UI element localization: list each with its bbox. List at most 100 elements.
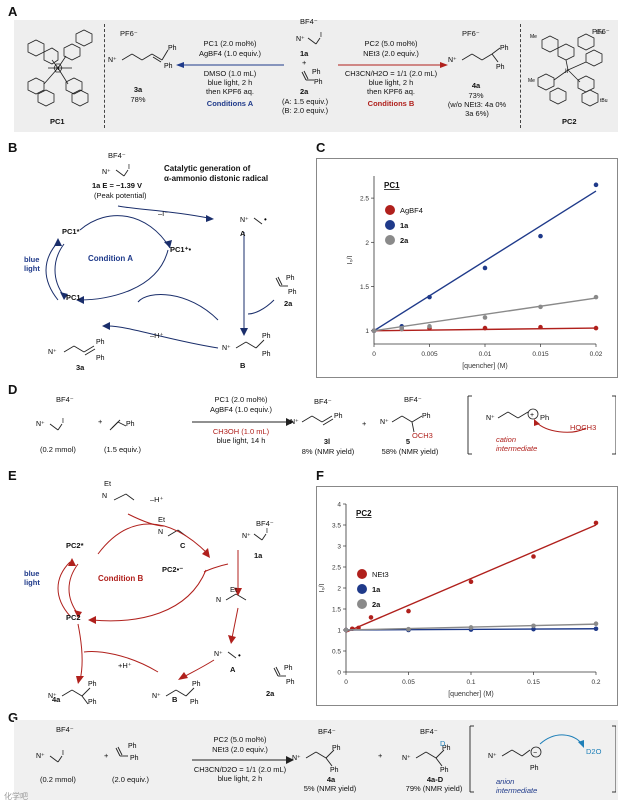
d-cation-label-1: cation	[496, 435, 517, 444]
x-tick-label: 0.15	[527, 679, 540, 686]
mech-b-condition: Condition B	[98, 574, 144, 583]
legend-label-2a: 2a	[372, 600, 381, 609]
svg-text:I: I	[266, 528, 268, 535]
legend-marker-2a	[357, 599, 367, 609]
g-plus-2: +	[378, 751, 383, 760]
pc1-structure: Ir	[27, 29, 93, 107]
data-point-1a	[593, 626, 599, 632]
data-point-2a	[427, 324, 432, 329]
d-cation-ph: Ph	[540, 413, 550, 422]
d-styrene-amount: (1.5 equiv.)	[104, 445, 141, 454]
product-4a-note2: 3a 6%)	[465, 109, 489, 118]
conditions-a-line3: DMSO (1.0 mL)	[203, 69, 257, 78]
mech-a-2a: 2a	[284, 299, 293, 308]
mech-a-radical-b: B	[240, 361, 246, 370]
d-plus-1: +	[98, 417, 103, 426]
reagent-1a-structure: N⁺I	[296, 32, 322, 45]
legend-label-1a: 1a	[400, 221, 409, 230]
product-3a-counterion: PF6⁻	[120, 29, 138, 38]
legend-label-1a: 1a	[372, 585, 381, 594]
svg-text:I: I	[62, 418, 64, 425]
legend-label-agbf4: AgBF4	[400, 206, 423, 215]
fit-line-net3	[345, 524, 597, 633]
svg-text:Ph: Ph	[88, 699, 97, 706]
data-point-net3	[406, 608, 411, 614]
mech-a-pc1-plus: PC1⁺•	[170, 245, 192, 254]
svg-text:Ph: Ph	[442, 745, 451, 752]
y-tick-label: 1	[337, 628, 341, 635]
g-product-4a-label: 4a	[326, 775, 336, 784]
mech-a-h-loss: –H⁺	[150, 331, 164, 340]
panel-label-c: C	[316, 140, 326, 155]
panel-label-f: F	[316, 468, 324, 483]
svg-text:Ph: Ph	[130, 755, 139, 762]
d-ph-label: Ph	[126, 421, 135, 428]
d-product-5-och3: OCH3	[412, 431, 433, 440]
svg-text:I: I	[62, 750, 64, 757]
product-3a-structure: N⁺ Ph Ph	[108, 45, 177, 70]
product-4a-yield: 73%	[468, 91, 484, 100]
svg-text:Ph: Ph	[284, 665, 293, 672]
x-axis-label: [quencher] (M)	[462, 363, 508, 370]
reagent-equiv-a: (A: 1.5 equiv.)	[282, 97, 329, 106]
data-point-net3	[593, 520, 599, 526]
svg-text:N: N	[102, 493, 107, 500]
d-product-5-yield: 58% (NMR yield)	[381, 447, 439, 456]
y-tick-label: 2	[337, 586, 341, 593]
y-tick-label: 2	[365, 240, 369, 247]
y-tick-label: 4	[337, 502, 341, 509]
mech-b-2a: 2a	[266, 689, 275, 698]
g-anion-label-1: anion	[496, 777, 515, 786]
svg-text:+: +	[530, 412, 534, 419]
data-point-1a	[482, 265, 488, 271]
panel-label-d: D	[8, 382, 18, 397]
x-axis-label: [quencher] (M)	[448, 691, 494, 698]
svg-text:Ph: Ph	[168, 45, 177, 52]
g-conditions-4: blue light, 2 h	[217, 774, 263, 783]
g-reactant-amount: (0.2 mmol)	[40, 775, 76, 784]
product-4a-note: (w/o NEt3: 4a 0%	[447, 100, 507, 109]
d-product-3l-counterion: BF4⁻	[314, 397, 332, 406]
svg-text:•: •	[238, 651, 241, 660]
svg-text:Ph: Ph	[500, 45, 509, 52]
d-product-5-counterion: BF4⁻	[404, 395, 422, 404]
svg-text:Ph: Ph	[262, 351, 271, 358]
g-reactant-counterion: BF4⁻	[56, 725, 74, 734]
y-axis-label: I₀/I	[319, 584, 326, 593]
legend-marker-agbf4	[385, 205, 395, 215]
mech-b-radical-c: C	[180, 541, 186, 550]
mech-a-peak-note: (Peak potential)	[94, 191, 147, 200]
data-point-1a	[531, 626, 536, 632]
svg-text:N⁺: N⁺	[36, 753, 45, 760]
mech-a-iodide-loss: –I⁻	[158, 209, 169, 218]
svg-text:Ph: Ph	[192, 681, 201, 688]
divider-right	[520, 24, 521, 128]
y-tick-label: 0.5	[332, 649, 341, 656]
svg-text:−: −	[533, 750, 537, 757]
data-point-agbf4	[593, 325, 599, 331]
conditions-a-line5: then KPF6 aq.	[206, 87, 254, 96]
x-tick-label: 0.05	[402, 679, 415, 686]
svg-text:Ph: Ph	[96, 355, 105, 362]
svg-text:Ph: Ph	[314, 79, 323, 86]
x-tick-label: 0.1	[466, 679, 475, 686]
mech-a-radical-a: A	[240, 229, 246, 238]
svg-text:N⁺: N⁺	[290, 419, 299, 426]
plot-f-frame	[316, 486, 618, 706]
mech-a-pc1: PC1	[66, 293, 81, 302]
svg-text:Ph: Ph	[88, 681, 97, 688]
legend-marker-2a	[385, 235, 395, 245]
g-d2o-label: D2O	[586, 747, 602, 756]
fit-line-2a	[373, 297, 597, 332]
d-conditions-3: CH3OH (1.0 mL)	[212, 427, 270, 436]
d-product-3l-yield: 8% (NMR yield)	[301, 447, 355, 456]
conditions-a-line2: AgBF4 (1.0 equiv.)	[199, 49, 261, 58]
y-tick-label: 0	[337, 670, 341, 677]
g-conditions-2: NEt3 (2.0 equiv.)	[212, 745, 268, 754]
panel-label-g: G	[8, 710, 19, 725]
svg-text:tBu: tBu	[596, 30, 604, 36]
g-alkene-amount: (2.0 equiv.)	[112, 775, 149, 784]
svg-text:Ph: Ph	[164, 63, 173, 70]
panel-d-scheme: N⁺I Ph N⁺Ph N⁺Ph N⁺ +	[36, 395, 616, 455]
